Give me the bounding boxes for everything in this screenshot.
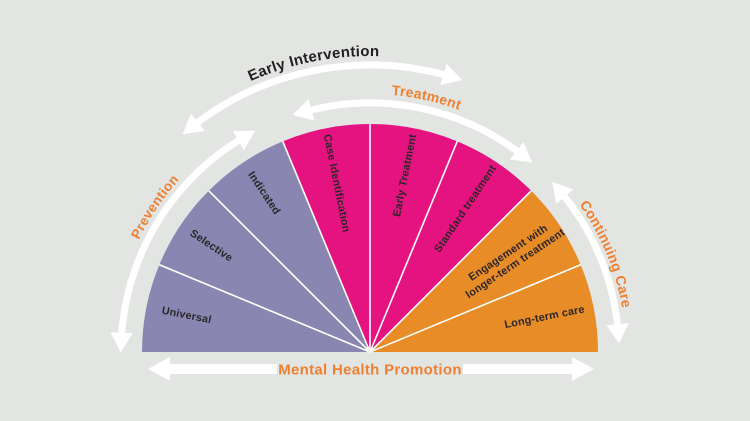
segment-separator xyxy=(369,141,458,353)
promotion-label: Mental Health Promotion xyxy=(278,362,462,379)
arc-arrows-group xyxy=(110,61,629,353)
segment-case-identification xyxy=(282,124,370,352)
segment-standard-treatment xyxy=(370,141,532,352)
segment-separator xyxy=(369,264,581,353)
segment-separator xyxy=(282,141,371,353)
arc-arrow-continuing-care xyxy=(552,181,629,344)
segments-group xyxy=(142,124,598,352)
arc-arrow-early-intervention xyxy=(182,61,463,135)
segment-early-treatment xyxy=(370,124,458,352)
segment-long-term-care xyxy=(370,264,598,352)
segment-engagement xyxy=(370,190,581,352)
arc-arrow-treatment xyxy=(292,99,533,163)
segment-separator xyxy=(369,190,532,353)
promotion-axis: Mental Health Promotion xyxy=(148,356,594,382)
arc-arrow-prevention xyxy=(110,130,256,353)
